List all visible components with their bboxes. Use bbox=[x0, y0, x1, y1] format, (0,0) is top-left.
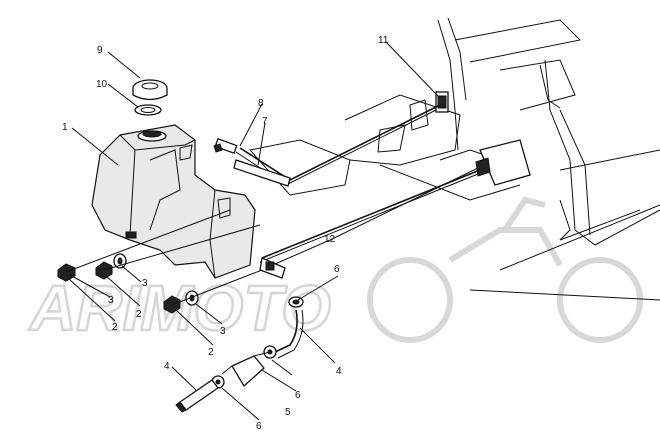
callout-7: 7 bbox=[262, 116, 268, 127]
callout-2-left: 2 bbox=[112, 322, 118, 333]
callout-12: 12 bbox=[324, 234, 336, 245]
callout-3-mid: 3 bbox=[142, 278, 148, 289]
callout-4-hose: 4 bbox=[336, 366, 342, 377]
callout-6-middle: 6 bbox=[295, 390, 301, 401]
washer-low bbox=[185, 290, 199, 306]
callout-11: 11 bbox=[378, 35, 389, 46]
vent-hose bbox=[233, 159, 291, 187]
nut-mid bbox=[95, 261, 113, 280]
mount-guide-lines bbox=[65, 209, 263, 306]
mount-bracket-11 bbox=[435, 91, 449, 113]
callout-4-lower: 4 bbox=[164, 361, 170, 372]
callout-9: 9 bbox=[97, 45, 103, 56]
vehicle-frame bbox=[249, 17, 660, 301]
callout-2-low: 2 bbox=[208, 347, 214, 358]
callout-3-left: 3 bbox=[108, 295, 114, 306]
callout-1: 1 bbox=[62, 122, 68, 133]
callout-5: 5 bbox=[285, 407, 291, 418]
callout-6-lower: 6 bbox=[256, 421, 262, 432]
vent-line bbox=[235, 104, 481, 263]
nut-left bbox=[57, 263, 76, 282]
leader-lines bbox=[67, 41, 479, 421]
vent-fitting bbox=[213, 137, 238, 155]
outlet-fitting bbox=[259, 257, 286, 279]
mount-bracket-right bbox=[475, 139, 531, 186]
fuel-cap bbox=[132, 79, 168, 101]
callout-10: 10 bbox=[96, 79, 108, 90]
callout-3-low: 3 bbox=[220, 326, 226, 337]
fuel-filter bbox=[221, 351, 271, 388]
callout-6-upper: 6 bbox=[334, 264, 340, 275]
fuel-hose bbox=[274, 309, 304, 359]
cap-gasket bbox=[134, 104, 162, 116]
lower-hose bbox=[175, 379, 219, 413]
callout-8: 8 bbox=[258, 98, 264, 109]
fuel-tank bbox=[91, 124, 256, 279]
callout-2-mid: 2 bbox=[136, 309, 142, 320]
callout-labels: 1 9 10 8 7 11 12 6 4 6 5 6 4 2 3 2 3 2 3 bbox=[62, 35, 389, 432]
